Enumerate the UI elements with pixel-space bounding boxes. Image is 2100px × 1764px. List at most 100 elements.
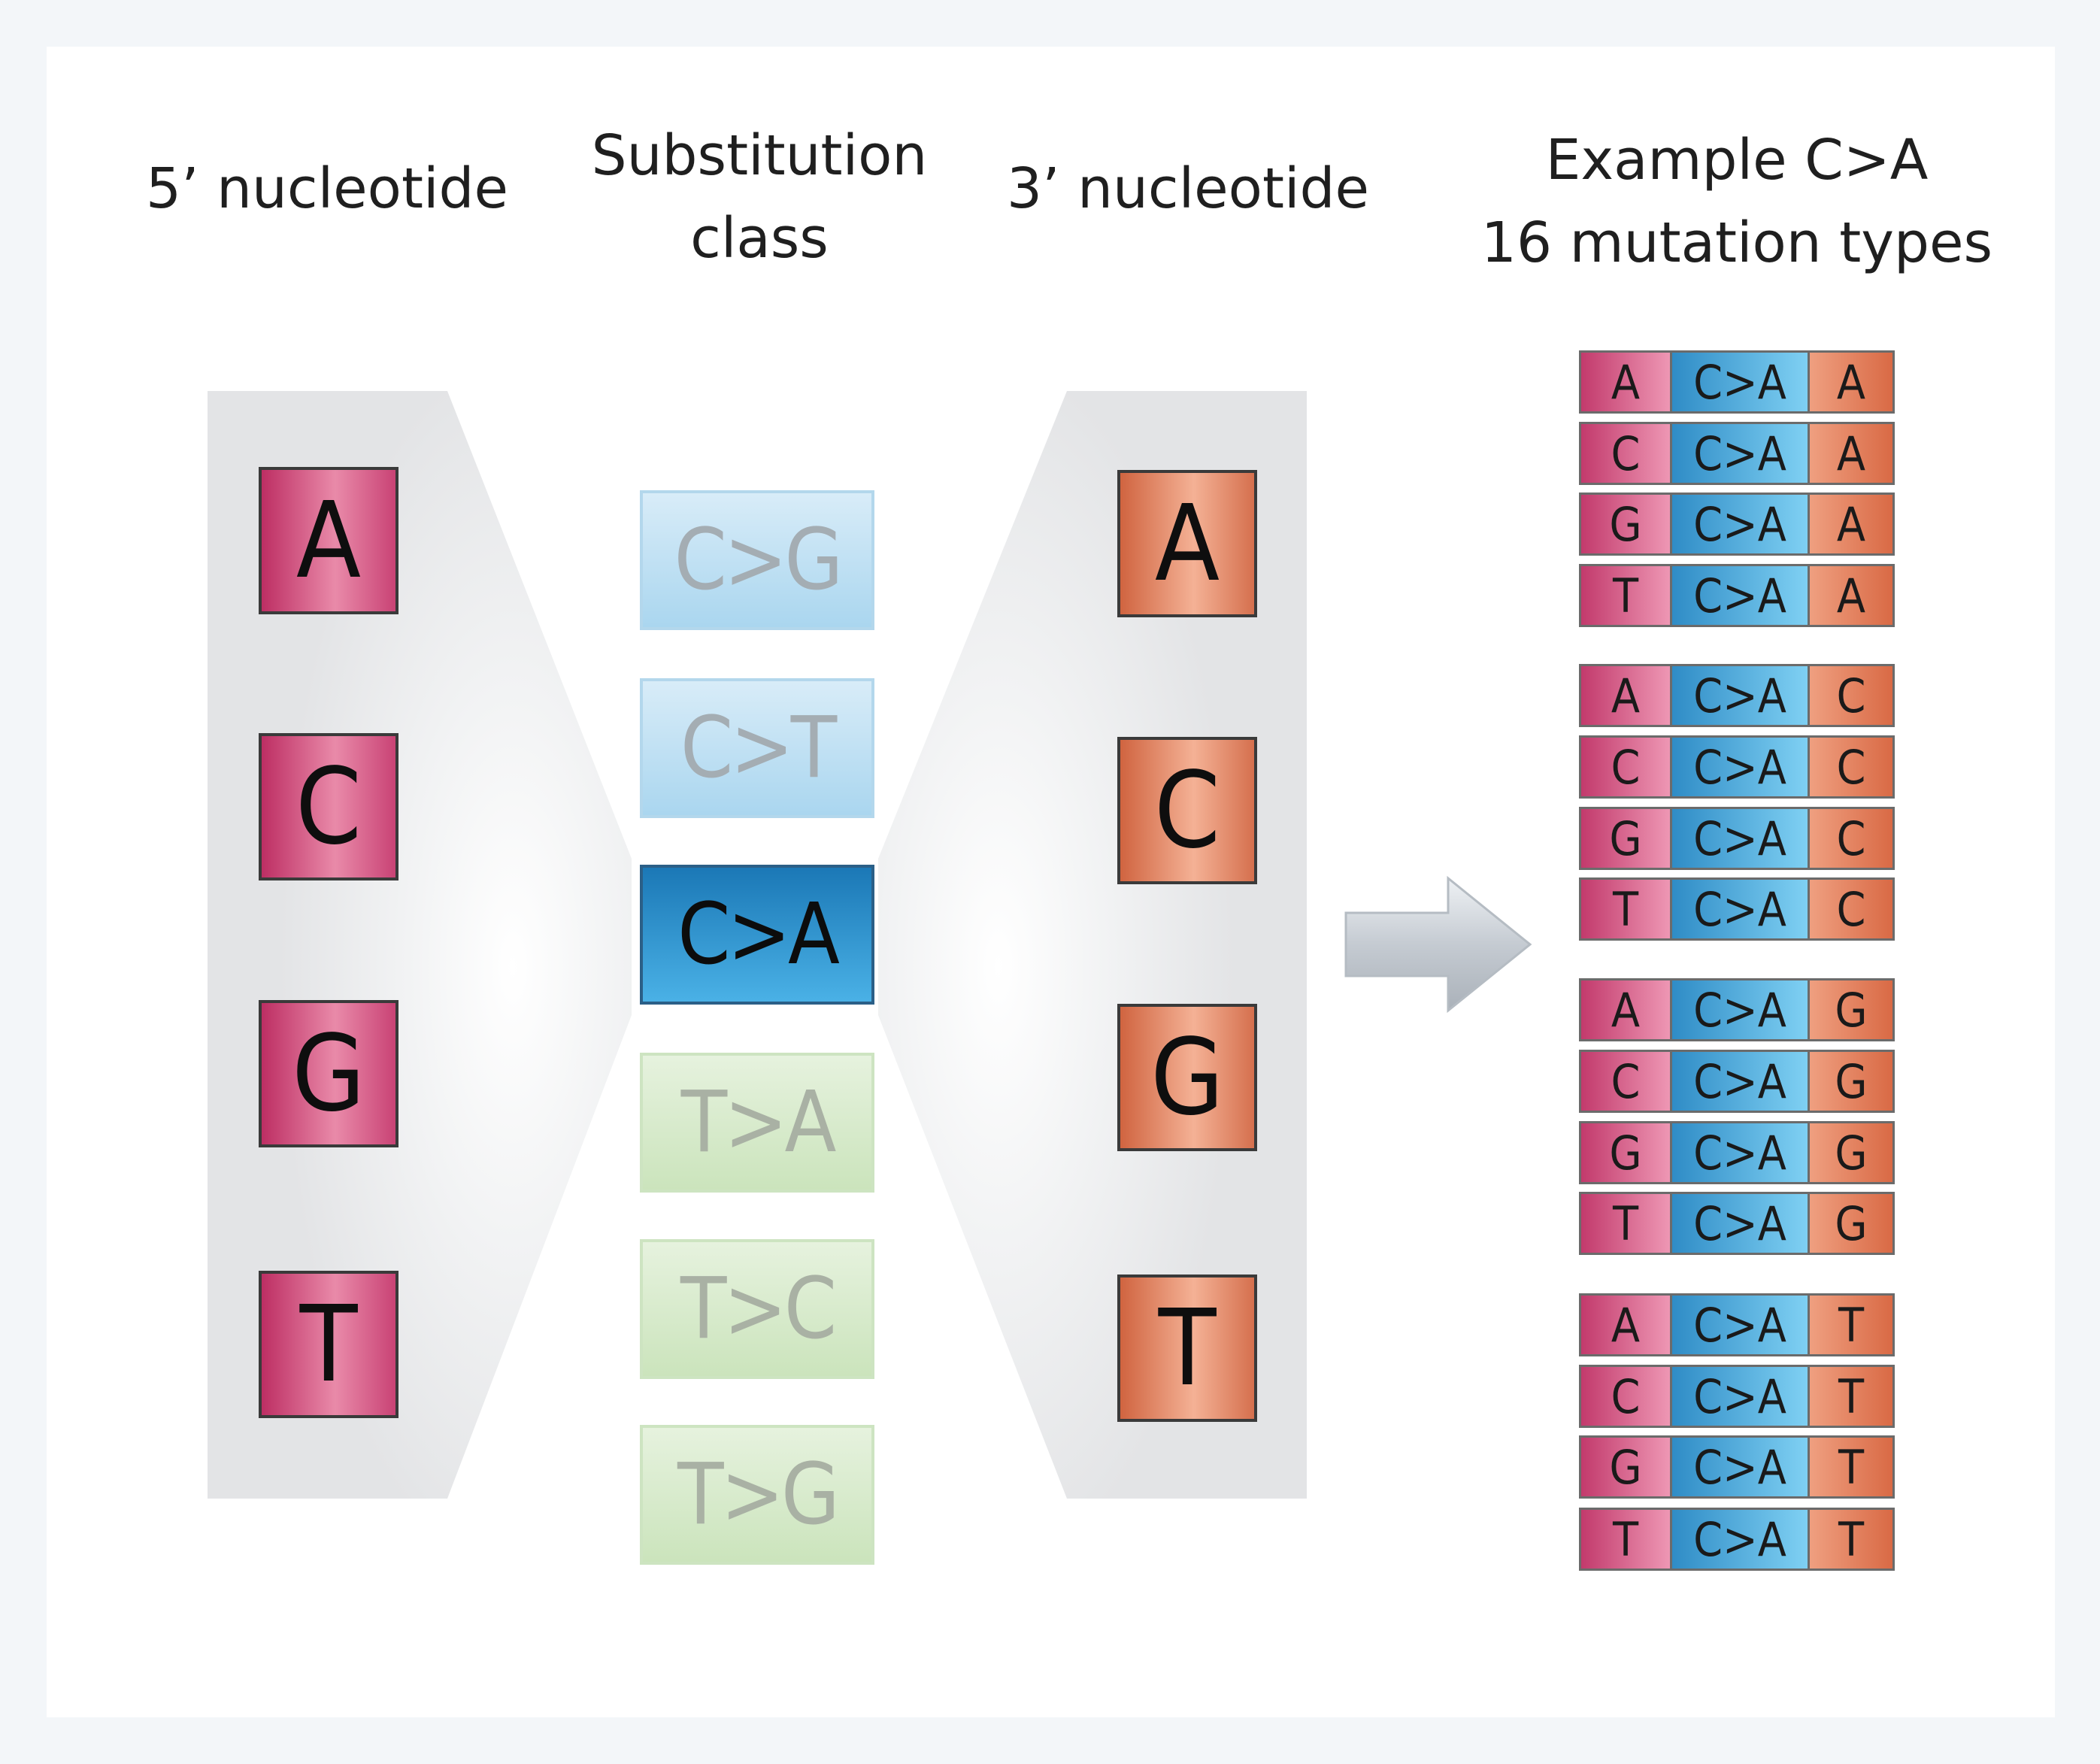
mutation-type-row: A C>A C xyxy=(1579,664,1895,727)
mutation-substitution-cell: C>A xyxy=(1672,495,1810,553)
mutation-3prime-cell: A xyxy=(1810,353,1892,411)
arrow-icon xyxy=(1344,875,1532,1014)
mutation-3prime-cell: A xyxy=(1810,495,1892,553)
mutation-5prime-cell: G xyxy=(1581,809,1672,868)
substitution-class-label: T>C xyxy=(680,1260,837,1358)
nucleotide-3prime-c: C xyxy=(1117,737,1257,884)
mutation-3prime-cell: C xyxy=(1810,738,1892,796)
heading-example: Example C>A 16 mutation types xyxy=(1474,119,2000,284)
mutation-substitution-cell: C>A xyxy=(1672,666,1810,725)
heading-substitution-class: Substitution class xyxy=(556,114,962,280)
mutation-substitution-cell: C>A xyxy=(1672,1123,1810,1182)
nucleotide-3prime-label: A xyxy=(1154,482,1220,605)
mutation-substitution-cell: C>A xyxy=(1672,1296,1810,1354)
mutation-type-row: C C>A G xyxy=(1579,1050,1895,1113)
nucleotide-5prime-label: C xyxy=(295,745,362,868)
mutation-3prime-cell: T xyxy=(1810,1510,1892,1569)
mutation-5prime-cell: T xyxy=(1581,566,1672,625)
mutation-type-row: A C>A A xyxy=(1579,350,1895,414)
substitution-class-label: T>A xyxy=(680,1074,837,1171)
substitution-class-c-g: C>G xyxy=(640,490,874,630)
heading-3prime: 3’ nucleotide xyxy=(977,147,1398,230)
nucleotide-5prime-c: C xyxy=(259,733,398,880)
mutation-substitution-cell: C>A xyxy=(1672,353,1810,411)
mutation-5prime-cell: G xyxy=(1581,1438,1672,1496)
substitution-class-label: C>T xyxy=(680,699,837,797)
mutation-type-row: G C>A C xyxy=(1579,807,1895,870)
mutation-type-row: C C>A C xyxy=(1579,735,1895,799)
mutation-type-row: C C>A T xyxy=(1579,1365,1895,1428)
mutation-3prime-cell: C xyxy=(1810,880,1892,938)
mutation-substitution-cell: C>A xyxy=(1672,1367,1810,1426)
mutation-substitution-cell: C>A xyxy=(1672,981,1810,1039)
mutation-3prime-cell: G xyxy=(1810,1052,1892,1111)
mutation-3prime-cell: A xyxy=(1810,566,1892,625)
mutation-3prime-cell: T xyxy=(1810,1438,1892,1496)
mutation-substitution-cell: C>A xyxy=(1672,1194,1810,1253)
mutation-type-row: A C>A G xyxy=(1579,978,1895,1041)
nucleotide-3prime-label: C xyxy=(1154,749,1220,872)
mutation-type-row: T C>A A xyxy=(1579,564,1895,627)
nucleotide-3prime-label: T xyxy=(1158,1287,1217,1410)
mutation-3prime-cell: G xyxy=(1810,981,1892,1039)
substitution-class-c-t: C>T xyxy=(640,678,874,818)
mutation-5prime-cell: G xyxy=(1581,1123,1672,1182)
mutation-3prime-cell: C xyxy=(1810,809,1892,868)
substitution-class-t-g: T>G xyxy=(640,1425,874,1565)
mutation-5prime-cell: T xyxy=(1581,880,1672,938)
nucleotide-5prime-label: A xyxy=(295,479,362,602)
heading-example-line1: Example C>A xyxy=(1545,128,1929,192)
nucleotide-3prime-label: G xyxy=(1150,1016,1224,1139)
mutation-substitution-cell: C>A xyxy=(1672,424,1810,483)
mutation-substitution-cell: C>A xyxy=(1672,1438,1810,1496)
mutation-type-row: C C>A A xyxy=(1579,422,1895,485)
mutation-type-row: T C>A T xyxy=(1579,1508,1895,1571)
substitution-class-label: C>G xyxy=(674,511,844,609)
substitution-class-label: T>G xyxy=(677,1446,840,1544)
heading-3prime-text: 3’ nucleotide xyxy=(1006,156,1370,221)
heading-substitution-line1: Substitution xyxy=(591,123,928,188)
mutation-3prime-cell: T xyxy=(1810,1296,1892,1354)
mutation-substitution-cell: C>A xyxy=(1672,738,1810,796)
mutation-3prime-cell: A xyxy=(1810,424,1892,483)
mutation-5prime-cell: A xyxy=(1581,353,1672,411)
mutation-3prime-cell: G xyxy=(1810,1123,1892,1182)
nucleotide-5prime-t: T xyxy=(259,1271,398,1418)
mutation-3prime-cell: T xyxy=(1810,1367,1892,1426)
mutation-5prime-cell: T xyxy=(1581,1194,1672,1253)
mutation-3prime-cell: C xyxy=(1810,666,1892,725)
nucleotide-3prime-a: A xyxy=(1117,470,1257,617)
substitution-class-label: C>A xyxy=(677,886,840,984)
mutation-type-row: G C>A G xyxy=(1579,1121,1895,1184)
nucleotide-5prime-a: A xyxy=(259,467,398,614)
mutation-5prime-cell: A xyxy=(1581,666,1672,725)
mutation-5prime-cell: A xyxy=(1581,1296,1672,1354)
right-funnel xyxy=(878,391,1307,1499)
mutation-5prime-cell: C xyxy=(1581,1052,1672,1111)
nucleotide-3prime-g: G xyxy=(1117,1004,1257,1151)
mutation-5prime-cell: C xyxy=(1581,738,1672,796)
mutation-5prime-cell: G xyxy=(1581,495,1672,553)
heading-example-line2: 16 mutation types xyxy=(1480,211,1993,275)
nucleotide-5prime-g: G xyxy=(259,1000,398,1147)
heading-5prime: 5’ nucleotide xyxy=(113,147,541,230)
mutation-substitution-cell: C>A xyxy=(1672,1052,1810,1111)
mutation-5prime-cell: A xyxy=(1581,981,1672,1039)
mutation-5prime-cell: T xyxy=(1581,1510,1672,1569)
nucleotide-5prime-label: T xyxy=(299,1283,358,1406)
mutation-substitution-cell: C>A xyxy=(1672,809,1810,868)
mutation-type-row: T C>A C xyxy=(1579,877,1895,941)
substitution-class-c-a-selected: C>A xyxy=(640,865,874,1005)
substitution-class-t-a: T>A xyxy=(640,1053,874,1193)
mutation-substitution-cell: C>A xyxy=(1672,1510,1810,1569)
mutation-substitution-cell: C>A xyxy=(1672,880,1810,938)
mutation-type-row: A C>A T xyxy=(1579,1293,1895,1356)
nucleotide-5prime-label: G xyxy=(292,1012,365,1135)
substitution-class-t-c: T>C xyxy=(640,1239,874,1379)
nucleotide-3prime-t: T xyxy=(1117,1275,1257,1422)
mutation-type-row: T C>A G xyxy=(1579,1192,1895,1255)
left-funnel xyxy=(208,391,632,1499)
heading-5prime-text: 5’ nucleotide xyxy=(145,156,509,221)
heading-substitution-line2: class xyxy=(690,206,829,271)
